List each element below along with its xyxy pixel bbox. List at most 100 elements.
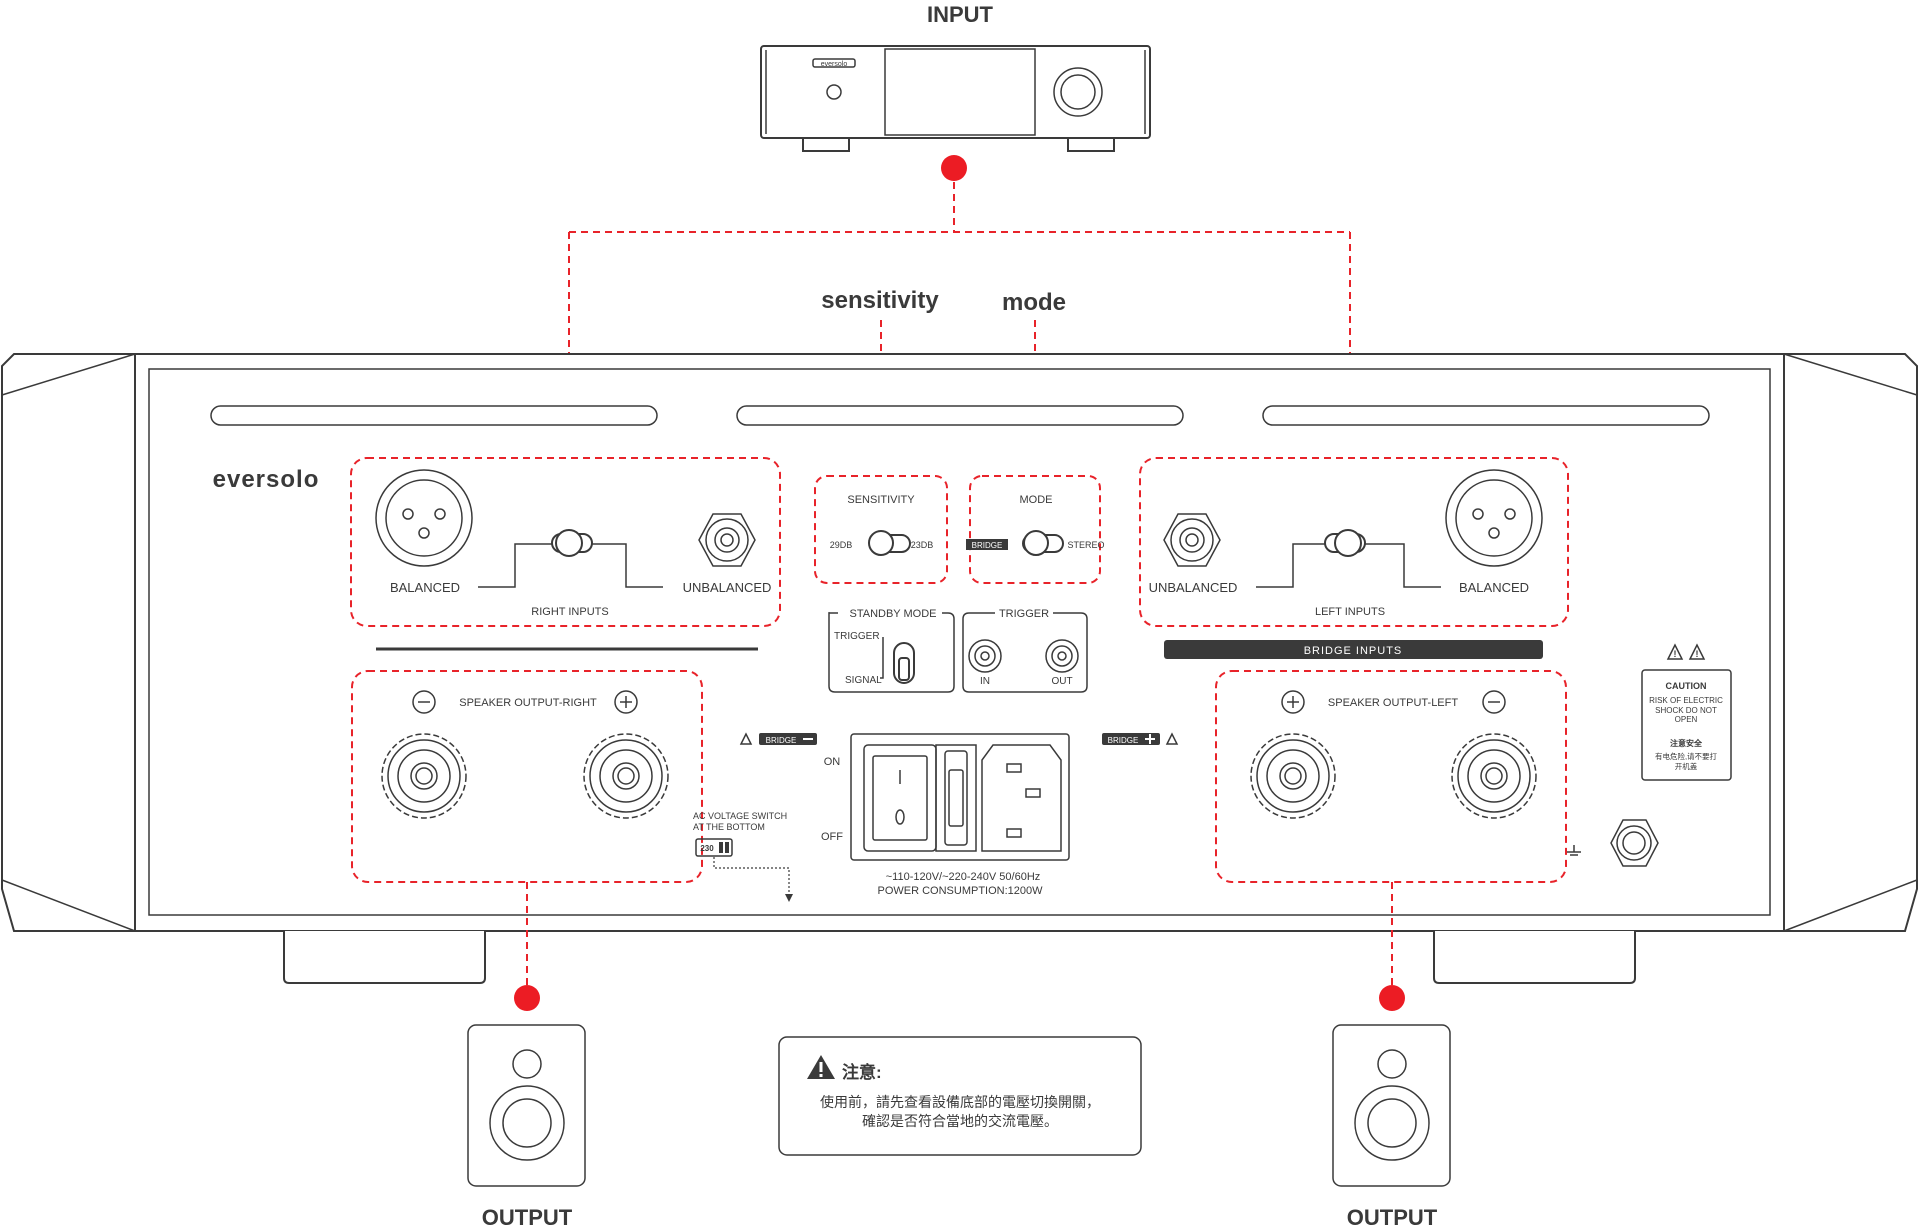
right-inputs-highlight bbox=[350, 457, 781, 627]
trigger-out-jack[interactable] bbox=[1045, 639, 1079, 673]
caution-title: CAUTION bbox=[1666, 681, 1707, 691]
down-arrow-icon bbox=[785, 894, 793, 902]
caution-line3: OPEN bbox=[1675, 715, 1698, 724]
notice-title: 注意: bbox=[842, 1062, 882, 1082]
input-label: INPUT bbox=[927, 2, 994, 27]
left-xlr-balanced-jack[interactable] bbox=[1445, 469, 1543, 567]
output-right-connection-dot bbox=[514, 985, 540, 1011]
speaker-output-right-label: SPEAKER OUTPUT-RIGHT bbox=[459, 697, 597, 709]
ac-switch-value: 230 bbox=[700, 844, 714, 853]
left-plus-binding-post[interactable] bbox=[1250, 733, 1336, 819]
input-connection-dot bbox=[941, 155, 967, 181]
speaker-icon-right bbox=[1332, 1024, 1451, 1187]
sensitivity-highlight bbox=[814, 475, 948, 584]
power-on-label: ON bbox=[824, 756, 841, 768]
warning-icons: ! ! bbox=[1666, 643, 1706, 660]
power-module bbox=[850, 733, 1070, 861]
right-plus-binding-post[interactable] bbox=[583, 733, 669, 819]
trigger-title: TRIGGER bbox=[999, 608, 1049, 620]
right-unbalanced-label: UNBALANCED bbox=[683, 580, 772, 595]
bridge-minus-label: BRIDGE bbox=[766, 736, 797, 745]
ac-switch-line2: AT THE BOTTOM bbox=[693, 822, 765, 832]
right-inputs-label: RIGHT INPUTS bbox=[531, 606, 608, 618]
mode-bridge-tag bbox=[966, 539, 1008, 550]
right-balanced-label: BALANCED bbox=[390, 580, 460, 595]
ac-switch-arrow-line bbox=[713, 857, 790, 896]
brand-logo: eversolo bbox=[213, 466, 320, 493]
mode-highlight bbox=[969, 475, 1101, 584]
standby-mode-switch[interactable] bbox=[893, 642, 915, 684]
mode-title: MODE bbox=[1020, 494, 1053, 506]
speaker-icon-left bbox=[467, 1024, 586, 1187]
caution-line1: RISK OF ELECTRIC bbox=[1649, 696, 1723, 705]
left-balanced-label: BALANCED bbox=[1459, 580, 1529, 595]
speaker-output-left-highlight bbox=[1215, 670, 1567, 883]
left-rca-unbalanced-jack[interactable] bbox=[1163, 513, 1221, 567]
right-xlr-balanced-jack[interactable] bbox=[375, 469, 473, 567]
output-left-connection-dot bbox=[1379, 985, 1405, 1011]
notice-line2: 確認是否符合當地的交流電壓。 bbox=[862, 1113, 1058, 1129]
right-rca-unbalanced-jack[interactable] bbox=[698, 513, 756, 567]
ac-switch-line1: AC VOLTAGE SWITCH bbox=[693, 811, 787, 821]
speaker-output-right-highlight bbox=[351, 670, 703, 883]
trigger-box bbox=[962, 612, 1088, 693]
notice-box bbox=[778, 1036, 1142, 1156]
left-inputs-label: LEFT INPUTS bbox=[1315, 606, 1385, 618]
mode-toggle-switch[interactable] bbox=[1022, 530, 1064, 556]
input-connection-lines bbox=[568, 182, 1351, 458]
sensitivity-toggle-switch[interactable] bbox=[868, 530, 911, 556]
left-input-selector-switch[interactable] bbox=[1256, 529, 1441, 588]
caution-cn-title: 注意安全 bbox=[1670, 738, 1703, 748]
trigger-out-label: OUT bbox=[1051, 676, 1072, 687]
bridge-inputs-label: BRIDGE INPUTS bbox=[1304, 645, 1403, 657]
ground-icon bbox=[1567, 845, 1581, 856]
notice-line1: 使用前，請先查看設備底部的電壓切換開關， bbox=[820, 1094, 1100, 1110]
left-unbalanced-label: UNBALANCED bbox=[1149, 580, 1238, 595]
svg-text:!: ! bbox=[1674, 649, 1677, 659]
output-label-right: OUTPUT bbox=[1347, 1205, 1438, 1230]
mode-annotation: mode bbox=[1002, 289, 1066, 316]
warning-icon bbox=[807, 1055, 835, 1079]
right-minus-icon bbox=[412, 690, 436, 714]
left-inputs-highlight bbox=[1139, 457, 1569, 627]
voltage-label: ~110-120V/~220-240V 50/60Hz bbox=[886, 871, 1041, 883]
caution-cn-line1: 有电危险,请不要打 bbox=[1655, 751, 1718, 761]
caution-label-box bbox=[1641, 669, 1732, 781]
right-minus-binding-post[interactable] bbox=[381, 733, 467, 819]
output-label-left: OUTPUT bbox=[482, 1205, 573, 1230]
caution-line2: SHOCK DO NOT bbox=[1655, 706, 1717, 715]
bridge-plus-tag bbox=[1102, 732, 1179, 745]
bridge-minus-tag bbox=[739, 732, 817, 745]
standby-trigger-label: TRIGGER bbox=[834, 631, 880, 642]
iec-power-inlet[interactable] bbox=[981, 744, 1062, 852]
standby-mode-title: STANDBY MODE bbox=[850, 608, 937, 620]
right-plus-icon bbox=[614, 690, 638, 714]
fuse-holder bbox=[935, 744, 977, 852]
sensitivity-annotation: sensitivity bbox=[821, 287, 939, 314]
standby-mode-box bbox=[828, 611, 955, 693]
trigger-in-jack[interactable] bbox=[968, 639, 1002, 673]
mode-bridge-label: BRIDGE bbox=[972, 541, 1003, 550]
input-device-brand: eversolo bbox=[821, 61, 848, 68]
power-off-label: OFF bbox=[821, 831, 843, 843]
standby-signal-label: SIGNAL bbox=[845, 675, 882, 686]
caution-cn-line2: 开机盖 bbox=[1675, 761, 1698, 771]
bridge-inputs-bar bbox=[1164, 640, 1543, 659]
sensitivity-23db-label: 23DB bbox=[911, 540, 934, 550]
ground-terminal[interactable] bbox=[1610, 819, 1659, 867]
left-plus-icon bbox=[1281, 690, 1305, 714]
right-input-selector-switch[interactable] bbox=[478, 529, 663, 588]
left-minus-binding-post[interactable] bbox=[1451, 733, 1537, 819]
power-consumption-label: POWER CONSUMPTION:1200W bbox=[877, 885, 1043, 897]
mode-stereo-label: STEREO bbox=[1067, 540, 1104, 550]
trigger-in-label: IN bbox=[980, 676, 990, 687]
bridge-plus-label: BRIDGE bbox=[1108, 736, 1139, 745]
standby-bracket bbox=[880, 637, 884, 679]
ac-voltage-switch-indicator bbox=[695, 838, 733, 857]
speaker-output-left-label: SPEAKER OUTPUT-LEFT bbox=[1328, 697, 1458, 709]
left-minus-icon bbox=[1482, 690, 1506, 714]
svg-text:!: ! bbox=[1696, 649, 1699, 659]
input-device: eversolo bbox=[760, 45, 1151, 152]
sensitivity-29db-label: 29DB bbox=[830, 540, 853, 550]
